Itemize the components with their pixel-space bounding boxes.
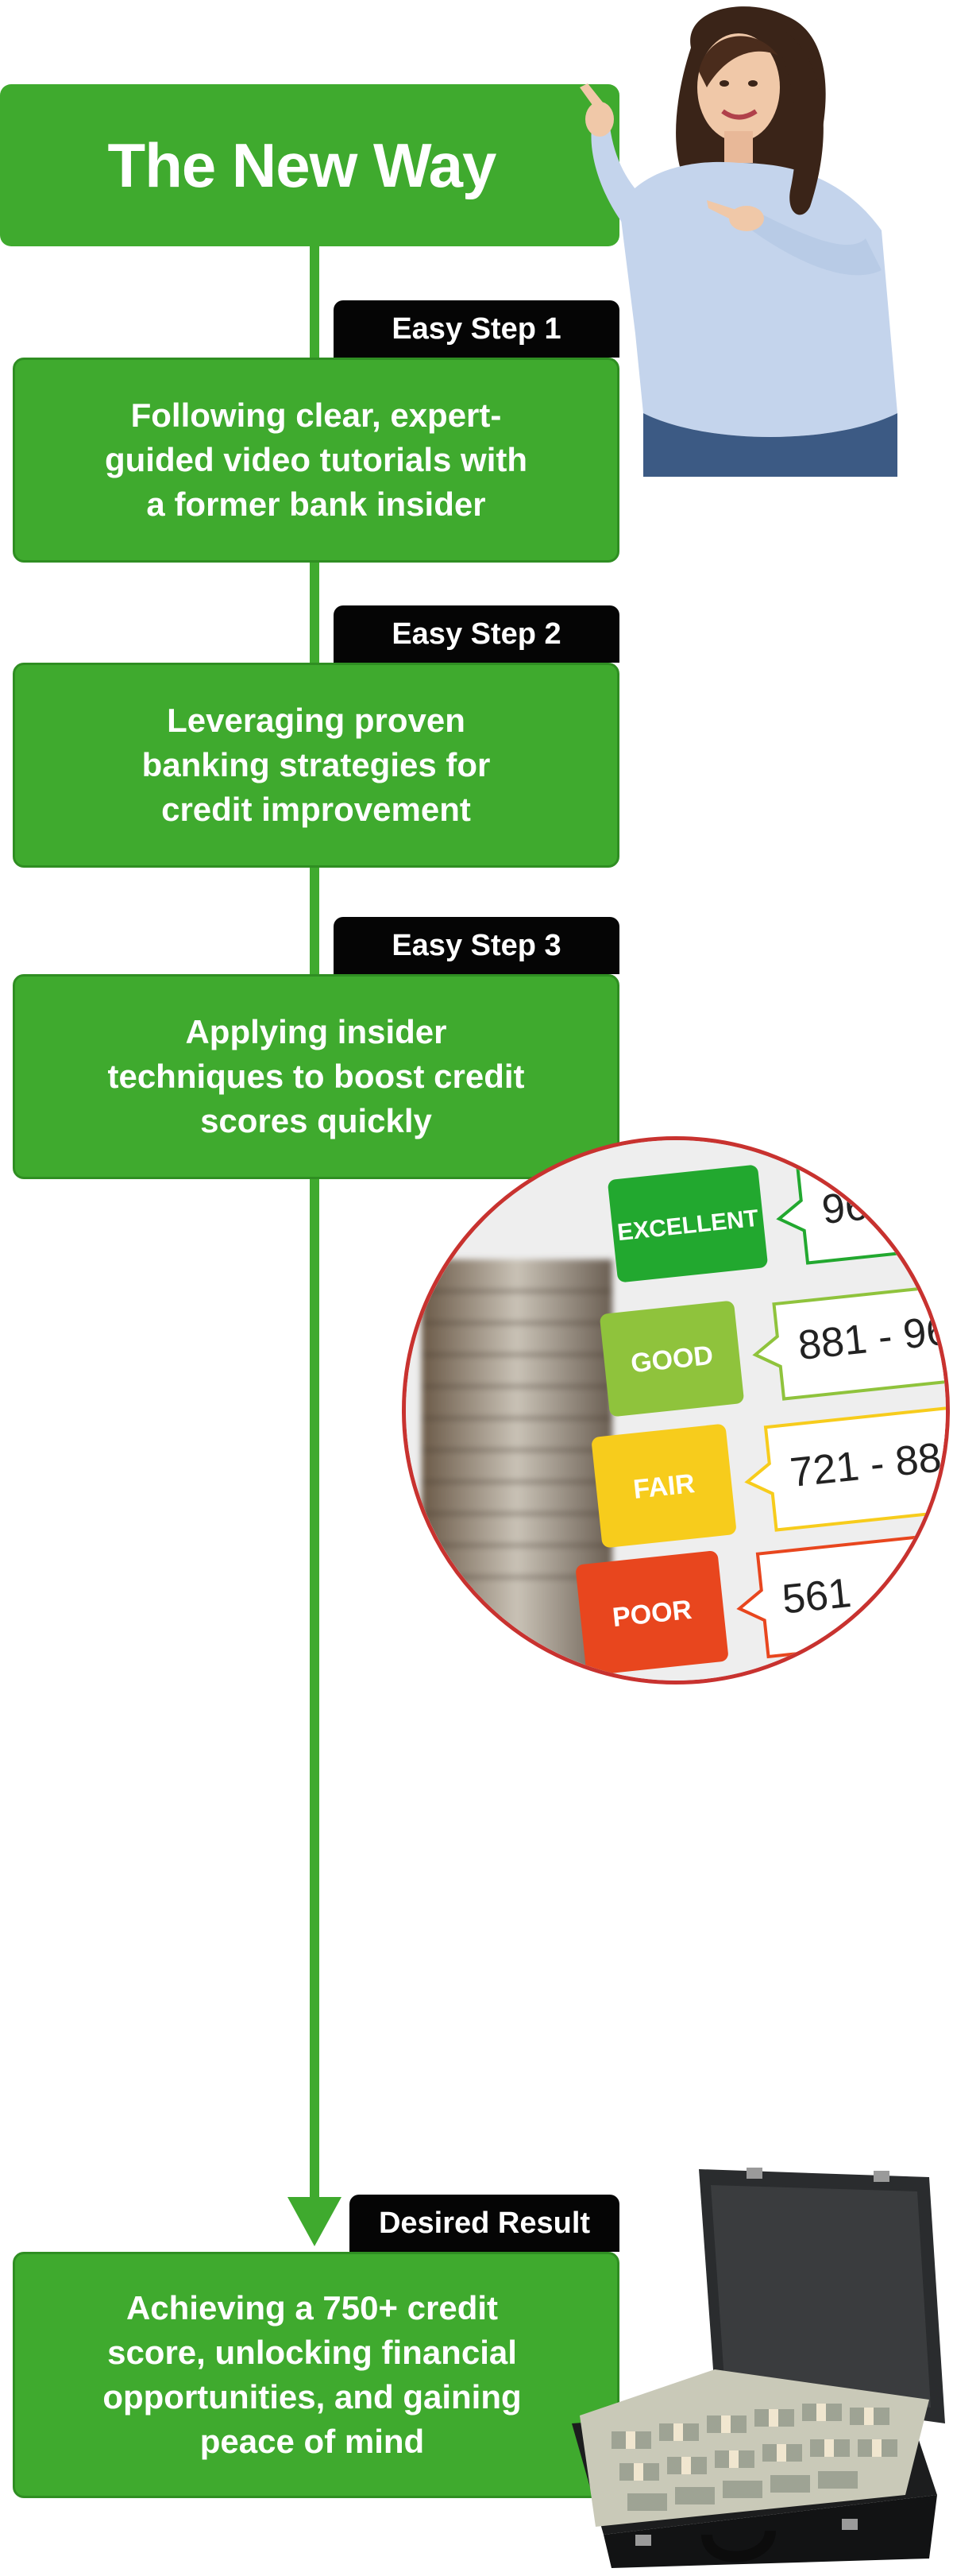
result-text-line: opportunities, and gaining bbox=[102, 2378, 522, 2415]
step-2-text-line: Leveraging proven bbox=[167, 702, 465, 739]
step-1-text-line: Following clear, expert- bbox=[130, 396, 502, 434]
score-badge-bg bbox=[576, 1550, 728, 1676]
score-badge-bg bbox=[608, 1165, 768, 1282]
score-range-text: 561 bbox=[780, 1570, 853, 1623]
result-tag: Desired Result bbox=[349, 2195, 619, 2252]
money-briefcase-image bbox=[572, 2168, 945, 2568]
title-banner: The New Way bbox=[0, 84, 619, 246]
score-range-callout bbox=[744, 1390, 946, 1532]
score-badge-bg bbox=[592, 1424, 736, 1548]
down-arrow-icon bbox=[287, 2197, 341, 2246]
step-1-card: Following clear, expert- guided video tu… bbox=[13, 358, 619, 563]
step-2-tag: Easy Step 2 bbox=[334, 605, 619, 663]
woman-pointing-image bbox=[580, 6, 897, 477]
result-card: Achieving a 750+ credit score, unlocking… bbox=[13, 2252, 619, 2498]
score-badge-bg bbox=[600, 1301, 744, 1417]
step-1-text-line: a former bank insider bbox=[146, 485, 486, 523]
step-1-tag: Easy Step 1 bbox=[334, 300, 619, 358]
result-text-line: Achieving a 750+ credit bbox=[125, 2289, 499, 2327]
step-1-text-line: guided video tutorials with bbox=[104, 441, 527, 478]
step-3-card: Applying insider techniques to boost cre… bbox=[13, 974, 619, 1179]
step-2-text-line: banking strategies for bbox=[141, 746, 491, 783]
step-2-text-line: credit improvement bbox=[161, 791, 471, 828]
step-3-text-line: scores quickly bbox=[200, 1102, 432, 1139]
score-range-text: 961 - bbox=[820, 1178, 918, 1233]
score-badge-label: FAIR bbox=[632, 1468, 696, 1505]
step-3-tag: Easy Step 3 bbox=[334, 917, 619, 974]
page-title: The New Way bbox=[107, 130, 497, 200]
step-3-text-line: Applying insider bbox=[185, 1013, 447, 1050]
result-text-line: peace of mind bbox=[199, 2423, 425, 2460]
result-text-line: score, unlocking financial bbox=[107, 2334, 517, 2371]
step-2-card: Leveraging proven banking strategies for… bbox=[13, 663, 619, 868]
step-3-text-line: techniques to boost credit bbox=[107, 1058, 525, 1095]
